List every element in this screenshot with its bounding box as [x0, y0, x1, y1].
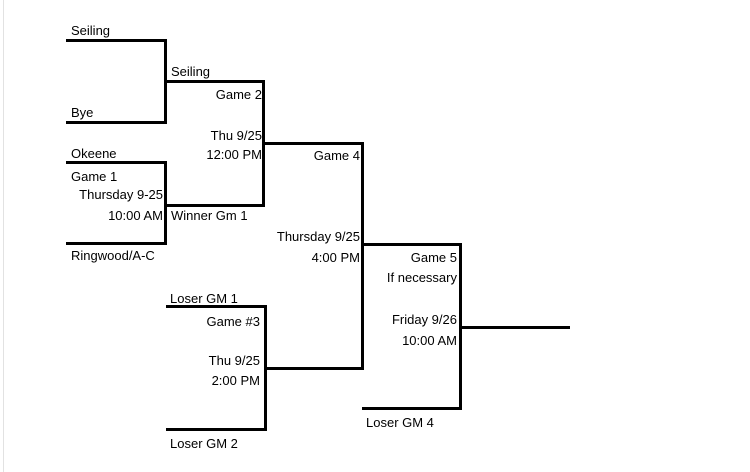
game5-time: 10:00 AM: [402, 333, 457, 348]
game2-entrant-bottom-label: Winner Gm 1: [171, 208, 248, 223]
team-ringwood-label: Ringwood/A-C: [71, 248, 155, 263]
game4-time: 4:00 PM: [311, 250, 360, 265]
team-okeene-label: Okeene: [71, 146, 117, 161]
game3-date: Thu 9/25: [208, 353, 260, 368]
seed-line-ringwood: [66, 242, 167, 245]
game4-label: Game 4: [313, 148, 360, 163]
game2-label: Game 2: [215, 87, 262, 102]
entrant-line-loser-gm2: [166, 428, 267, 431]
advance-line-game4-winner: [361, 243, 462, 246]
game2-time: 12:00 PM: [206, 147, 262, 162]
game1-time: 10:00 AM: [108, 208, 163, 223]
seed-line-okeene: [66, 161, 167, 164]
game5-label: Game 5: [410, 250, 457, 265]
advance-line-winner-gm1: [164, 204, 265, 207]
connector-game4: [361, 142, 364, 370]
champion-line: [459, 326, 570, 329]
game2-date: Thu 9/25: [210, 128, 262, 143]
game5-entrant-bottom-label: Loser GM 4: [366, 415, 434, 430]
game3-label: Game #3: [206, 314, 260, 329]
game3-entrant-top-label: Loser GM 1: [170, 291, 238, 306]
seed-line-bye: [66, 121, 167, 124]
advance-line-game3-winner: [264, 367, 364, 370]
entrant-line-loser-gm1: [166, 305, 267, 308]
seed-line-seiling: [66, 39, 167, 42]
team-bye-label: Bye: [71, 105, 94, 120]
game1-label: Game 1: [71, 169, 118, 184]
entrant-line-loser-gm4: [362, 407, 460, 410]
page-edge-line: [3, 0, 4, 472]
game5-note: If necessary: [386, 270, 457, 285]
advance-line-seiling: [164, 80, 265, 83]
game5-date: Friday 9/26: [391, 312, 457, 327]
game1-date: Thursday 9-25: [79, 187, 163, 202]
connector-match2: [164, 161, 167, 245]
game4-date: Thursday 9/25: [276, 229, 360, 244]
game3-time: 2:00 PM: [211, 373, 260, 388]
advance-line-game2-winner: [262, 142, 363, 145]
game2-entrant-top-label: Seiling: [171, 64, 211, 79]
team-seiling-label: Seiling: [71, 23, 111, 38]
game3-entrant-bottom-label: Loser GM 2: [170, 436, 238, 451]
